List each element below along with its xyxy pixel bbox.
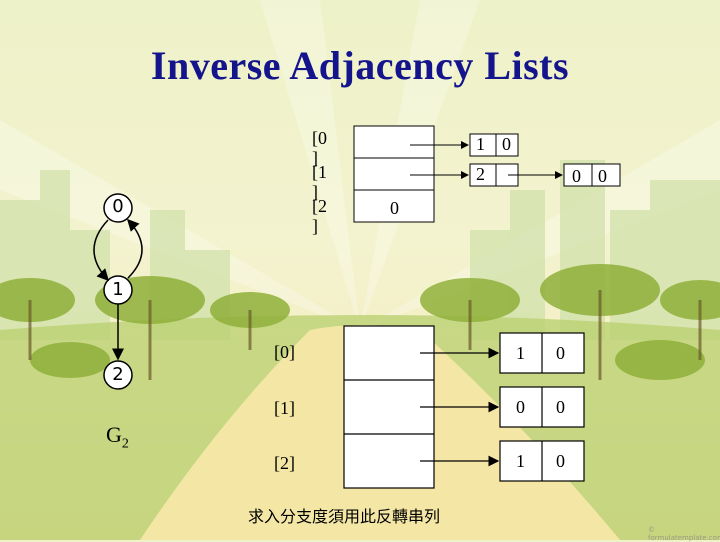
top-node-a-vertex: 1: [476, 134, 485, 154]
top-head-array: [353, 125, 435, 223]
top-index-0: [0 ]: [312, 128, 327, 168]
top-node-c-vertex: 0: [572, 166, 581, 186]
graph-label: G2: [106, 422, 129, 452]
top-list-diagram: [353, 125, 621, 223]
node-label-0: 0: [112, 196, 124, 217]
bottom-node-2-vertex: 1: [516, 451, 525, 471]
edge-0-to-1: [93, 219, 110, 282]
graph-node-0: [103, 193, 133, 223]
node-label-2: 2: [112, 364, 124, 385]
top-index-1: [1 ]: [312, 162, 327, 202]
bottom-node-1-vertex: 0: [516, 397, 525, 417]
bottom-list-diagram: [343, 325, 585, 489]
slide-title: Inverse Adjacency Lists: [150, 43, 570, 88]
top-index-2: [2 ]: [312, 196, 327, 236]
top-node-c-link: 0: [598, 166, 607, 186]
bottom-node-2-link: 0: [556, 451, 565, 471]
bottom-index-1: [1]: [274, 398, 295, 418]
node-label-1: 1: [112, 279, 124, 300]
bottom-index-2: [2]: [274, 453, 295, 473]
graph-g2: [93, 193, 143, 390]
bottom-node-0-link: 0: [556, 343, 565, 363]
bottom-index-0: [0]: [274, 342, 295, 362]
edge-1-to-0: [126, 218, 143, 279]
bottom-node-1-link: 0: [556, 397, 565, 417]
top-null-value: 0: [390, 198, 399, 218]
watermark: © formulatemplate.com: [648, 526, 720, 542]
graph-node-2: [103, 360, 133, 390]
top-node-b-vertex: 2: [476, 164, 485, 184]
top-node-a-link: 0: [502, 134, 511, 154]
bottom-node-0-vertex: 1: [516, 343, 525, 363]
slide-caption: 求入分支度須用此反轉串列: [248, 507, 441, 526]
top-node-a: [469, 133, 519, 157]
